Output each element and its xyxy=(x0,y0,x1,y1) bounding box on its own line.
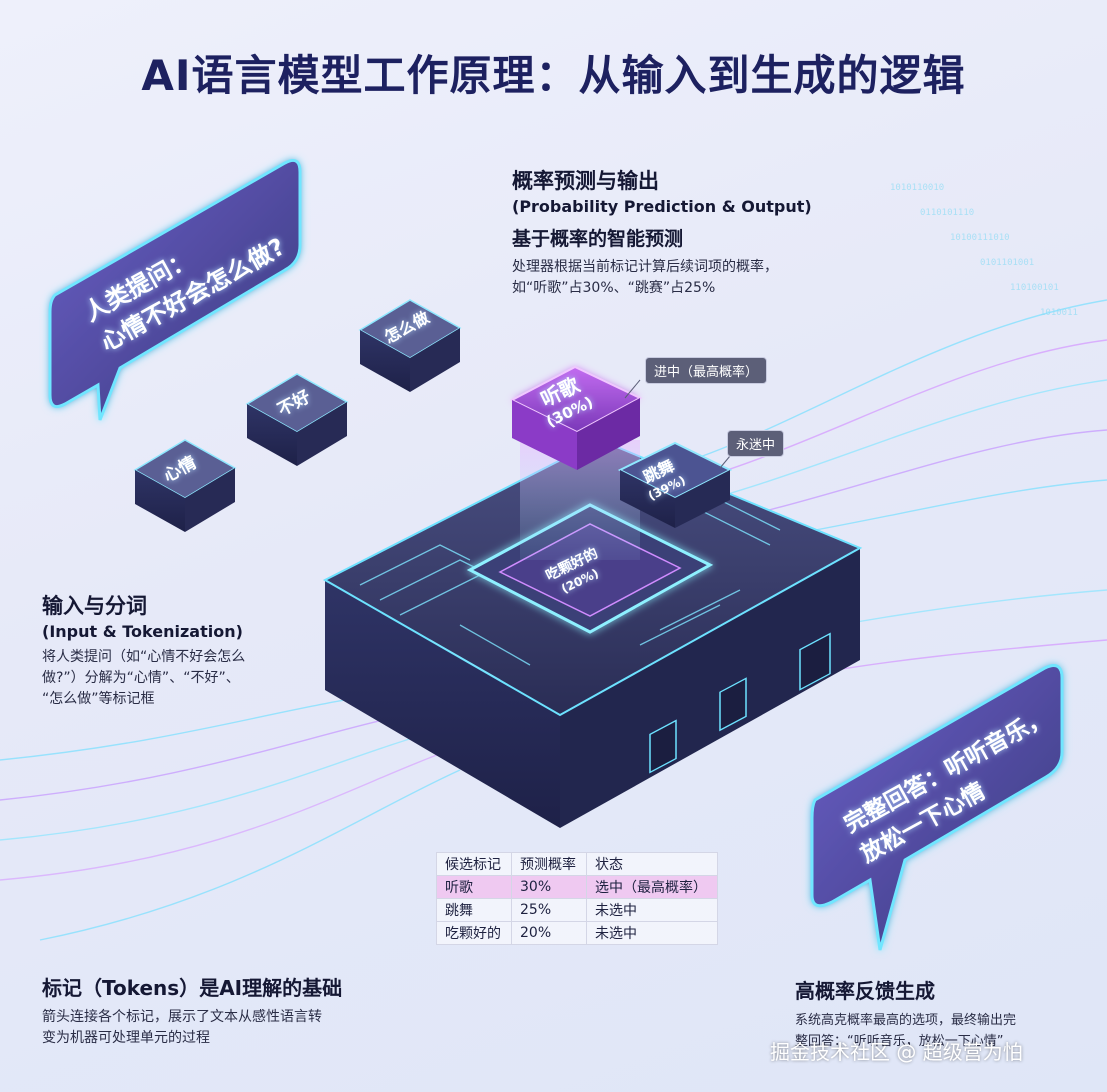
prob-body-line2: 如“听歌”占30%、“跳赛”占25% xyxy=(512,280,716,296)
input-body-line1: 将人类提问（如“心情不好会怎么 xyxy=(42,649,246,665)
table-cell: 20% xyxy=(511,921,587,945)
unselected-tag: 永迷中 xyxy=(727,430,785,457)
table-cell: 吃颗好的 xyxy=(436,921,512,945)
svg-text:0110101110: 0110101110 xyxy=(920,208,974,218)
table-cell: 30% xyxy=(511,875,587,899)
svg-text:10100111010: 10100111010 xyxy=(950,233,1010,243)
tokens-section: 标记（Tokens）是AI理解的基础 箭头连接各个标记，展示了文本从感性语言转 … xyxy=(42,972,402,1049)
input-subtitle: (Input & Tokenization) xyxy=(42,622,243,641)
page-title: AI语言模型工作原理：从输入到生成的逻辑 xyxy=(141,51,966,100)
question-bubble-shape xyxy=(48,159,302,421)
prob-body-line1: 处理器根据当前标记计算后续词项的概率， xyxy=(512,259,778,275)
table-row: 跳舞 25% 未选中 xyxy=(436,898,718,922)
table-cell: 听歌 xyxy=(436,875,512,899)
candidate-cube-shapes xyxy=(509,365,733,528)
table-header-row: 候选标记 预测概率 状态 xyxy=(436,852,718,876)
table-header: 候选标记 xyxy=(436,852,512,876)
input-section: 输入与分词 (Input & Tokenization) 将人类提问（如“心情不… xyxy=(42,590,342,710)
token-cube-shapes xyxy=(133,299,462,532)
table-cell: 25% xyxy=(511,898,587,922)
table-row: 吃颗好的 20% 未选中 xyxy=(436,921,718,945)
answer-bubble-shape xyxy=(810,664,1064,951)
prob-subheading: 基于概率的智能预测 xyxy=(512,228,684,250)
binary-stream: 1010110010 0110101110 10100111010 010110… xyxy=(890,183,1078,318)
prob-section: 概率预测与输出 (Probability Prediction & Output… xyxy=(512,165,842,299)
tokens-body-line1: 箭头连接各个标记，展示了文本从感性语言转 xyxy=(42,1009,322,1025)
table-cell: 未选中 xyxy=(586,921,718,945)
table-cell: 未选中 xyxy=(586,898,718,922)
watermark: 掘金技术社区 @ 超级营为怕 xyxy=(770,1040,1023,1064)
selection-beam xyxy=(520,440,640,560)
selected-tag: 进中（最高概率） xyxy=(645,357,768,384)
feedback-body-line1: 系统高克概率最高的选项，最终输出完 xyxy=(795,1013,1017,1028)
svg-text:1010110010: 1010110010 xyxy=(890,183,944,193)
tokens-heading: 标记（Tokens）是AI理解的基础 xyxy=(42,976,343,1000)
feedback-heading: 高概率反馈生成 xyxy=(795,979,935,1003)
table-header: 预测概率 xyxy=(511,852,587,876)
svg-text:110100101: 110100101 xyxy=(1010,283,1059,293)
processor-chip xyxy=(322,438,863,828)
table-header: 状态 xyxy=(586,852,718,876)
input-body-line2: 做?”）分解为“心情”、“不好”、 xyxy=(42,670,240,686)
svg-text:0101101001: 0101101001 xyxy=(980,258,1034,268)
table-row: 听歌 30% 选中（最高概率） xyxy=(436,875,718,899)
prob-heading: 概率预测与输出 xyxy=(512,169,659,193)
feedback-section: 高概率反馈生成 系统高克概率最高的选项，最终输出完 整回答：“听听音乐，放松一下… xyxy=(795,975,1085,1052)
input-body-line3: “怎么做”等标记框 xyxy=(42,691,155,707)
tokens-body-line2: 变为机器可处理单元的过程 xyxy=(42,1030,210,1046)
feedback-body-line2: 整回答：“听听音乐，放松一下心情” xyxy=(795,1034,1004,1049)
table-cell: 跳舞 xyxy=(436,898,512,922)
prob-subtitle: (Probability Prediction & Output) xyxy=(512,197,812,216)
table-cell: 选中（最高概率） xyxy=(586,875,718,899)
probability-table: 候选标记 预测概率 状态 听歌 30% 选中（最高概率） 跳舞 25% 未选中 … xyxy=(436,852,718,945)
svg-text:1010011: 1010011 xyxy=(1040,308,1078,318)
input-heading: 输入与分词 xyxy=(42,594,147,618)
